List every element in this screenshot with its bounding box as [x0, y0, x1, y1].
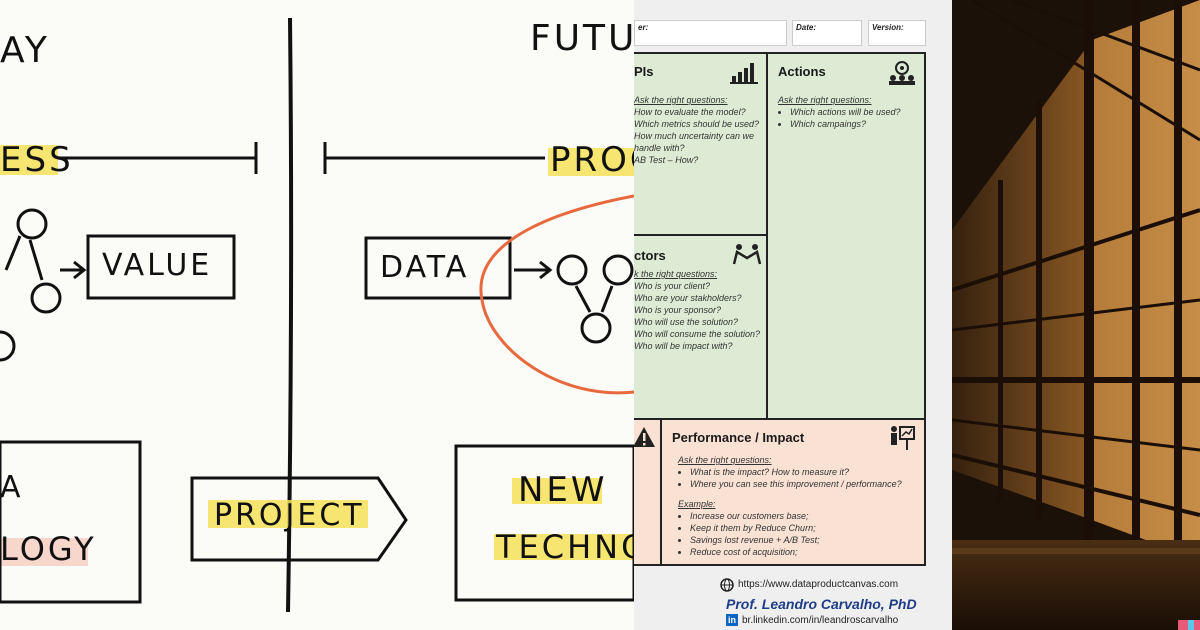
performance-item: What is the impact? How to measure it? — [690, 466, 918, 478]
sketch-value: VALUE — [102, 248, 213, 283]
team-target-icon — [889, 61, 915, 85]
date-field: Date: — [792, 20, 862, 46]
bar-chart-icon — [730, 63, 758, 84]
performance-example: Reduce cost of acquisition; — [690, 546, 918, 558]
sketch-title-left: AY — [0, 30, 50, 71]
risk-cell — [634, 418, 662, 566]
kpis-cell: PIs Ask the right questions: How to eval… — [634, 52, 768, 238]
author-name: Prof. Leandro Carvalho, PhD — [726, 596, 917, 612]
performance-example: Keep it them by Reduce Churn; — [690, 522, 918, 534]
warning-icon — [634, 427, 655, 447]
actors-questions: k the right questions: Who is your clien… — [634, 268, 762, 352]
presentation-icon — [891, 426, 915, 450]
sketch-title-right: FUTU — [530, 18, 634, 59]
sketch-panel: AY FUTU ESS PROC VALUE DATA A LOGY PROJE… — [0, 17, 634, 613]
actors-cell: ctors k the right questions: Who is your… — [634, 234, 768, 420]
owner-field: er: — [634, 20, 787, 46]
kpis-item: How much uncertainty can we handle with? — [634, 131, 755, 153]
actors-item: Who will be impact with? — [634, 341, 733, 351]
linkedin-icon: in — [726, 614, 738, 626]
actors-item: Who will consume the solution? — [634, 329, 761, 339]
kpis-item: AB Test – How? — [634, 155, 699, 165]
actions-item: Which campaings? — [790, 118, 918, 130]
sketch-box-left-top: A — [0, 470, 24, 505]
performance-ask: Ask the right questions: — [678, 455, 772, 465]
actors-item: Who is your client? — [634, 281, 711, 291]
performance-example-label: Example: — [678, 499, 716, 509]
sketch-new: NEW — [518, 470, 608, 510]
library-photo — [952, 0, 1200, 630]
actions-questions: Ask the right questions: Which actions w… — [778, 94, 918, 130]
performance-example: Savings lost revenue + A/B Test; — [690, 534, 918, 546]
kpis-title: PIs — [634, 64, 654, 79]
performance-item: Where you can see this improvement / per… — [690, 478, 918, 490]
linkedin-link[interactable]: br.linkedin.com/in/leandroscarvalho — [742, 615, 899, 626]
sketch-data: DATA — [380, 250, 470, 285]
actions-cell: Actions Ask the right questions: Which a… — [766, 52, 926, 420]
actors-item: Who will use the solution? — [634, 317, 739, 327]
actions-ask: Ask the right questions: — [778, 95, 872, 105]
actors-item: Who are your stakholders? — [634, 293, 742, 303]
actions-item: Which actions will be used? — [790, 106, 918, 118]
library-shelves-image — [952, 0, 1200, 630]
kpis-item: How to evaluate the model? — [634, 107, 746, 117]
actors-title: ctors — [634, 248, 666, 263]
actors-item: Who is your sponsor? — [634, 305, 722, 315]
globe-icon — [720, 578, 734, 592]
performance-title: Performance / Impact — [672, 430, 805, 445]
sketch-process-right: PROC — [550, 140, 634, 180]
handshake-people-icon — [732, 244, 762, 265]
canvas-panel: er: Date: Version: PIs Ask the right que… — [634, 0, 952, 630]
kpis-questions: Ask the right questions: How to evaluate… — [634, 94, 762, 166]
sketch-project: PROJECT — [214, 498, 365, 533]
actions-title: Actions — [778, 64, 826, 79]
sketch-box-left: LOGY — [0, 530, 97, 568]
performance-cell: Performance / Impact Ask the right quest… — [660, 418, 926, 566]
version-field: Version: — [868, 20, 926, 46]
kpis-ask: Ask the right questions: — [634, 95, 728, 105]
actors-ask: k the right questions: — [634, 269, 718, 279]
kpis-item: Which metrics should be used? — [634, 119, 760, 129]
website-link[interactable]: https://www.dataproductcanvas.com — [738, 579, 899, 590]
performance-questions: Ask the right questions: What is the imp… — [678, 454, 918, 558]
sketch-drawing — [0, 17, 634, 613]
performance-example: Increase our customers base; — [690, 510, 918, 522]
sketch-techno: TECHNO — [496, 528, 634, 566]
sketch-process-left: ESS — [0, 140, 74, 180]
